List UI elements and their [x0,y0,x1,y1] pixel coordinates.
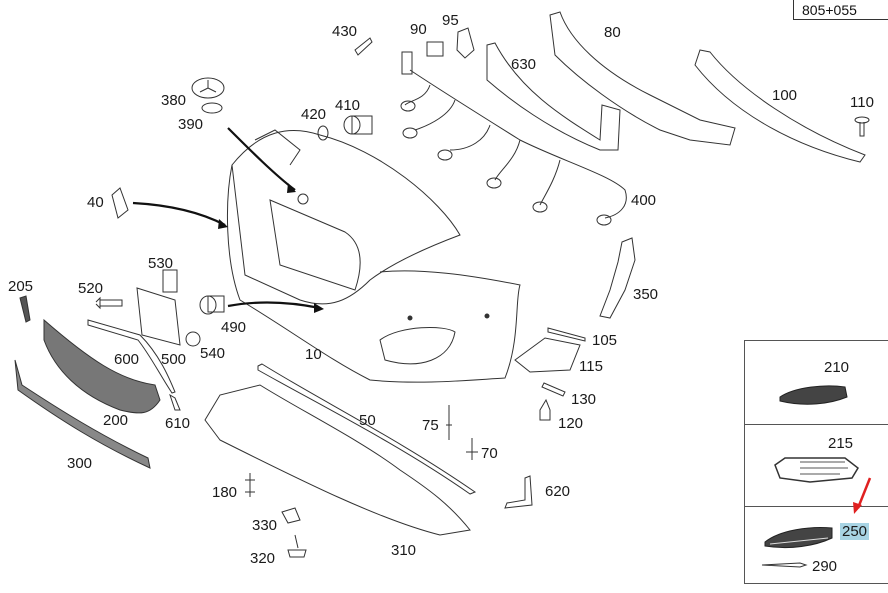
callout-10[interactable]: 10 [305,346,322,363]
callout-310[interactable]: 310 [391,542,417,559]
bracket-350[interactable] [599,237,636,319]
trim-strip-630[interactable] [486,42,621,151]
callout-100[interactable]: 100 [772,87,798,104]
screw-320[interactable] [287,534,307,558]
wiring-harness-part[interactable] [400,51,627,226]
callout-350[interactable]: 350 [633,286,659,303]
callout-110[interactable]: 110 [850,94,874,111]
callout-500[interactable]: 500 [161,351,187,368]
callout-75[interactable]: 75 [422,417,439,434]
bracket-115[interactable] [514,337,581,373]
clip-530[interactable] [162,269,178,293]
bolt-180[interactable] [245,473,255,497]
fog-frame-215 [774,457,859,483]
callout-320[interactable]: 320 [250,550,276,567]
callout-120[interactable]: 120 [558,415,584,432]
clip-430[interactable] [354,37,373,56]
cap-40[interactable] [111,187,129,219]
callout-390[interactable]: 390 [178,116,204,133]
leader-arrow-490 [227,301,321,310]
reference-label: 805+055 [802,2,857,18]
grommet-540[interactable] [185,331,201,347]
callout-250[interactable]: 250 [840,523,870,540]
callout-330[interactable]: 330 [252,517,278,534]
inset-panel-250[interactable]: 250 290 [744,506,888,584]
callout-520[interactable]: 520 [78,280,104,297]
license-bracket-500[interactable] [136,287,181,346]
callout-205[interactable]: 205 [8,278,34,295]
callout-300[interactable]: 300 [67,455,93,472]
callout-50[interactable]: 50 [359,412,376,429]
callout-290[interactable]: 290 [812,558,838,575]
callout-410[interactable]: 410 [335,97,361,114]
inset-panel-210[interactable]: 210 [744,340,888,426]
callout-620[interactable]: 620 [545,483,571,500]
grille-100[interactable] [694,49,866,163]
clip-120[interactable] [539,398,551,421]
bumper-cover-part[interactable] [226,129,521,383]
module-90[interactable] [426,41,444,57]
reference-box[interactable]: 805+055 [793,0,888,20]
callout-80[interactable]: 80 [604,24,621,41]
sensor-490[interactable] [199,295,225,315]
callout-40[interactable]: 40 [87,194,104,211]
callout-95[interactable]: 95 [442,12,459,29]
callout-610[interactable]: 610 [165,415,191,432]
callout-490[interactable]: 490 [221,319,247,336]
callout-600[interactable]: 600 [114,351,140,368]
callout-90[interactable]: 90 [410,21,427,38]
callout-540[interactable]: 540 [200,345,226,362]
bracket-620[interactable] [504,475,533,509]
callout-105[interactable]: 105 [592,332,618,349]
callout-70[interactable]: 70 [481,445,498,462]
underbody-panel-310[interactable] [204,384,471,536]
trim-290 [761,562,808,568]
trim-strip-600[interactable] [87,319,176,394]
leader-arrow-40 [132,201,226,226]
bracket-80[interactable] [549,11,736,146]
fog-grille-250 [764,527,833,549]
callout-200[interactable]: 200 [103,412,129,429]
grille-insert-205[interactable] [19,295,31,323]
clip-70[interactable] [466,438,478,460]
callout-130[interactable]: 130 [571,391,597,408]
clip-330[interactable] [281,507,301,524]
ring-420[interactable] [317,125,329,141]
callout-210[interactable]: 210 [824,359,850,376]
fog-grille-210 [779,385,848,405]
trim-strip-50[interactable] [257,363,477,495]
screw-110[interactable] [854,116,870,137]
callout-180[interactable]: 180 [212,484,238,501]
callout-380[interactable]: 380 [161,92,187,109]
callout-430[interactable]: 430 [332,23,358,40]
trim-105[interactable] [547,327,586,342]
callout-400[interactable]: 400 [631,192,657,209]
lower-grille-200[interactable] [43,318,161,414]
callout-115[interactable]: 115 [579,358,603,375]
bracket-95[interactable] [456,27,475,59]
callout-630[interactable]: 630 [511,56,537,73]
emblem-380[interactable] [191,77,225,99]
sensor-410[interactable] [343,115,373,135]
red-pointer-arrow-icon [853,477,872,514]
clip-610[interactable] [169,393,181,411]
callout-420[interactable]: 420 [301,106,327,123]
screw-520[interactable] [95,296,123,310]
emblem-seal-390[interactable] [201,102,223,114]
rivet-75[interactable] [446,405,452,440]
callout-530[interactable]: 530 [148,255,174,272]
callout-215[interactable]: 215 [828,435,854,452]
clip-130[interactable] [541,382,566,397]
lower-strip-300[interactable] [14,359,151,469]
